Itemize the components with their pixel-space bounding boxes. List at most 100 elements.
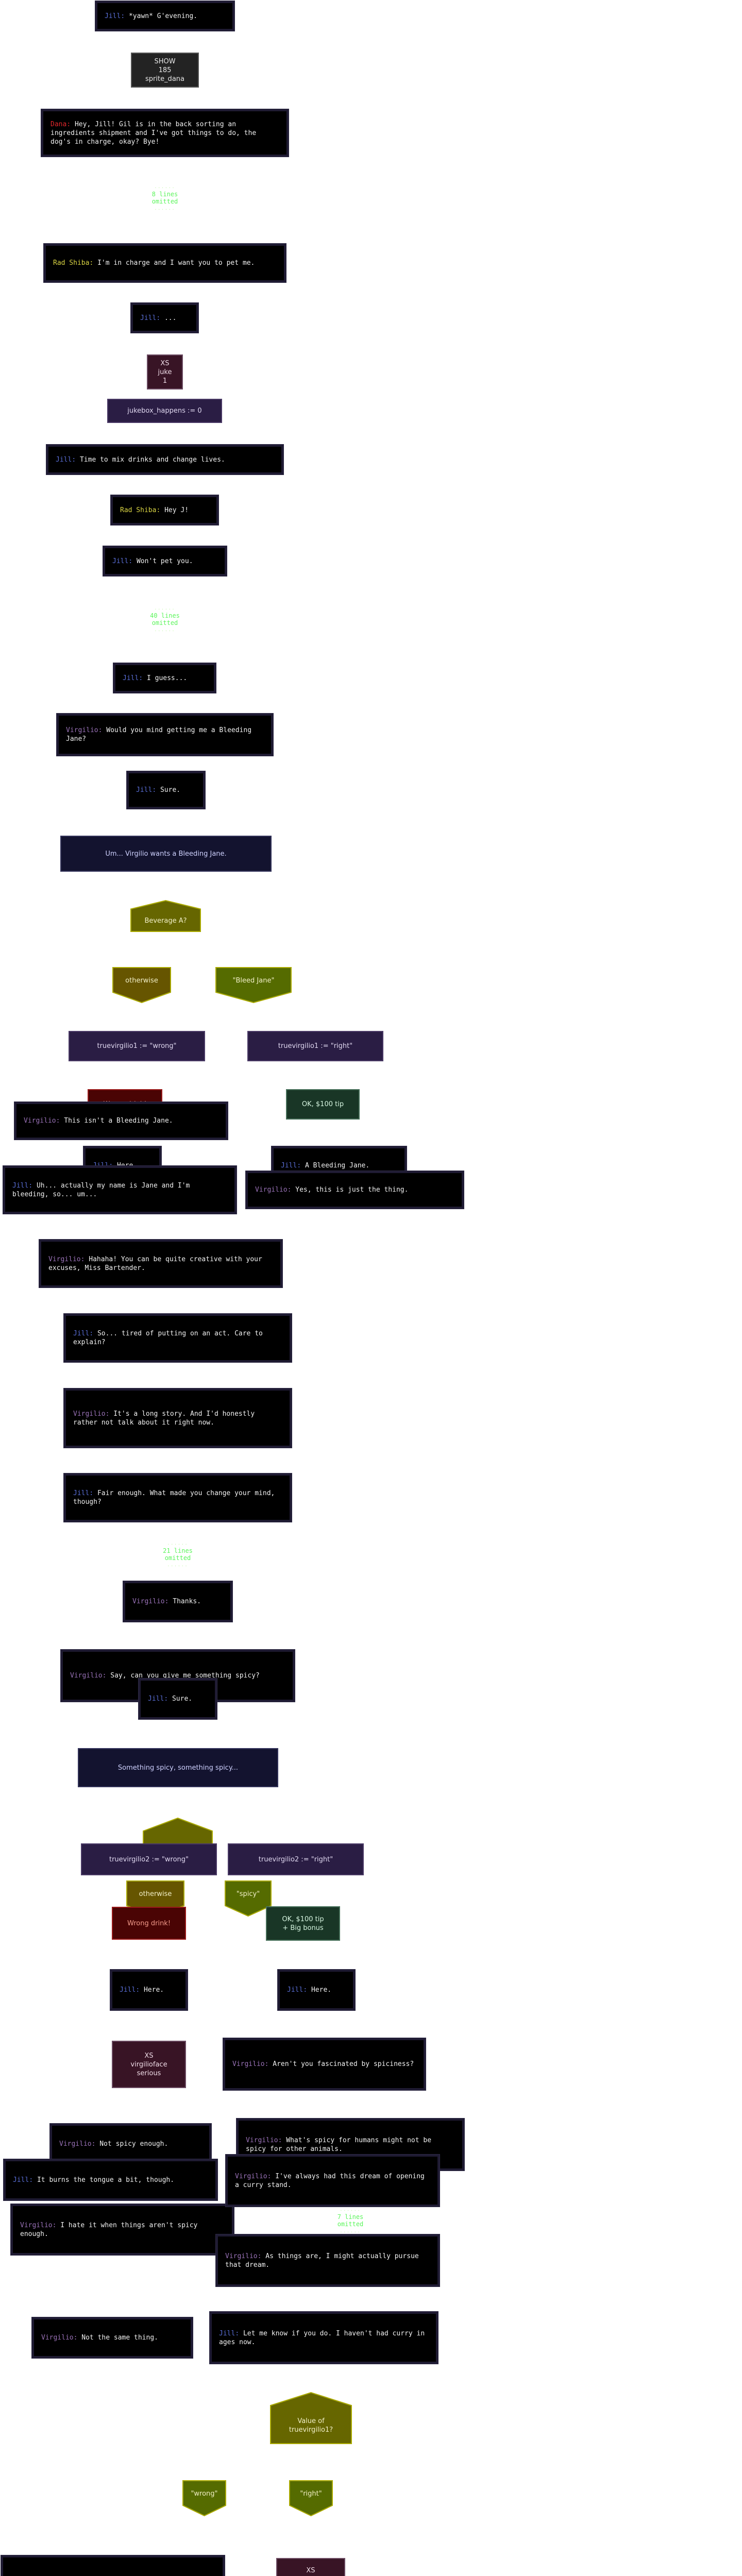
dialogue-node[interactable]: Jill: Sure. <box>138 1678 217 1720</box>
branch-shape <box>182 2480 226 2517</box>
node-content: Um... Virgilio wants a Bleeding Jane. <box>61 850 271 858</box>
dialogue-node[interactable]: Virgilio: Thanks. <box>123 1581 233 1622</box>
speaker-colon: : <box>89 259 98 267</box>
dialogue-text: So... tired of putting on an act. Care t… <box>73 1330 263 1346</box>
branch-label: "spicy" <box>236 1890 260 1898</box>
narration-text: Um... Virgilio wants a Bleeding Jane. <box>105 850 227 858</box>
speaker-colon: : <box>66 120 75 128</box>
speaker-name: Rad Shiba <box>120 506 157 514</box>
omitted-lines-marker[interactable]: ......21 lines omitted...... <box>149 1538 206 1571</box>
dialogue-node[interactable]: Jill: So, tell me. Why a steampunk museu… <box>1 2555 225 2576</box>
decision-shape <box>130 900 201 932</box>
branch-node-match[interactable]: "Bleed Jane" <box>215 967 292 1004</box>
speaker-name: Virgilio <box>59 2140 92 2148</box>
node-content: XS juke 1 <box>148 359 182 385</box>
tip-result-node[interactable]: OK, $100 tip <box>286 1089 360 1120</box>
dialogue-node[interactable]: Virgilio: I hate it when things aren't s… <box>10 2204 234 2256</box>
speaker-colon: : <box>139 674 147 682</box>
tip-result-node[interactable]: OK, $100 tip + Big bonus <box>266 1906 340 1941</box>
speaker-colon: : <box>98 726 107 734</box>
label-wrap: "wrong" <box>182 2489 226 2498</box>
dialogue-node[interactable]: Virgilio: Not spicy enough. <box>49 2123 212 2165</box>
branch-node-match[interactable]: "wrong" <box>182 2480 226 2517</box>
wrong-drink-text: Wrong drink! <box>127 1919 171 1927</box>
assignment-node[interactable]: truevirgilio1 := "wrong" <box>69 1031 205 1061</box>
branch-node-match[interactable]: "right" <box>289 2480 333 2517</box>
dialogue-text: I guess... <box>146 674 188 682</box>
dialogue-node[interactable]: Virgilio: It's a long story. And I'd hon… <box>63 1388 292 1448</box>
speaker-colon: : <box>109 1161 117 1170</box>
dialogue-node[interactable]: Jill: Fair enough. What made you change … <box>63 1473 292 1522</box>
label-wrap: otherwise <box>112 976 171 985</box>
omitted-lines-marker[interactable]: ......7 lines omitted...... <box>330 2204 371 2237</box>
speaker-name: Dana <box>50 120 67 128</box>
speaker-colon: : <box>56 1117 64 1125</box>
dialogue-node[interactable]: Virgilio: Not the same thing. <box>31 2317 193 2359</box>
dialogue-text: Hey J! <box>164 506 189 514</box>
node-content: Jill: Sure. <box>136 786 196 794</box>
dialogue-node[interactable]: Dana: Hey, Jill! Gil is in the back sort… <box>41 109 289 157</box>
xs-command-node[interactable]: XS virgilioface serious <box>112 2041 186 2088</box>
dialogue-node[interactable]: Virgilio: Aren't you fascinated by spici… <box>223 2038 426 2091</box>
dialogue-text: It burns the tongue a bit, though. <box>37 2176 175 2184</box>
dialogue-text: Hey, Jill! Gil is in the back sorting an… <box>50 120 257 146</box>
dialogue-node[interactable]: Rad Shiba: Hey J! <box>110 495 219 526</box>
show-command-node[interactable]: SHOW 185 sprite_dana <box>131 53 199 88</box>
node-content: Virgilio: What's spicy for humans might … <box>246 2136 455 2154</box>
dialogue-node[interactable]: Jill: I guess... <box>113 663 216 693</box>
dialogue-node[interactable]: Virgilio: As things are, I might actuall… <box>215 2234 440 2287</box>
dialogue-node[interactable]: Virgilio: Would you mind getting me a Bl… <box>56 713 274 756</box>
node-content: Virgilio: Not the same thing. <box>41 2333 183 2342</box>
speaker-name: Jill <box>148 1695 164 1703</box>
wrong-drink-node[interactable]: Wrong drink! <box>112 1907 186 1940</box>
speaker-colon: : <box>102 1672 111 1680</box>
speaker-colon: : <box>128 557 137 565</box>
dialogue-text: Yes, this is just the thing. <box>295 1186 409 1194</box>
dialogue-text: Let me know if you do. I haven't had cur… <box>219 2329 425 2346</box>
omitted-text: 7 lines omitted <box>337 2213 364 2228</box>
narration-node[interactable]: Something spicy, something spicy... <box>78 1748 278 1787</box>
dialogue-node[interactable]: Jill: Let me know if you do. I haven't h… <box>209 2311 439 2364</box>
decision-node[interactable]: Value of truevirgilio1? <box>270 2392 352 2444</box>
dialogue-node[interactable]: Jill: Here. <box>110 1969 188 2011</box>
assignment-node[interactable]: jukebox_happens := 0 <box>107 399 222 423</box>
omitted-lines-marker[interactable]: ......8 lines omitted...... <box>144 181 185 214</box>
xs-command-node[interactable]: XS juke 1 <box>147 354 183 389</box>
assignment-node[interactable]: truevirgilio2 := "right" <box>228 1843 364 1875</box>
speaker-name: Virgilio <box>48 1255 81 1263</box>
assignment-node[interactable]: truevirgilio2 := "wrong" <box>81 1843 217 1875</box>
omitted-text-wrap: 7 lines omitted <box>330 2213 371 2228</box>
speaker-colon: : <box>152 786 160 794</box>
dialogue-node[interactable]: Jill: Uh... actually my name is Jane and… <box>3 1165 237 1214</box>
dialogue-node[interactable]: Virgilio: Yes, this is just the thing. <box>245 1171 464 1209</box>
decision-node[interactable]: Beverage A? <box>130 900 201 932</box>
omitted-lines-marker[interactable]: ......40 lines omitted...... <box>144 603 185 636</box>
dialogue-node[interactable]: Jill: ... <box>130 302 199 333</box>
omitted-text: 8 lines omitted <box>151 191 178 205</box>
dialogue-node[interactable]: Jill: Sure. <box>126 771 206 809</box>
narration-node[interactable]: Um... Virgilio wants a Bleeding Jane. <box>60 836 272 872</box>
dialogue-node[interactable]: Jill: It burns the tongue a bit, though. <box>3 2159 218 2201</box>
speaker-colon: : <box>28 1181 37 1190</box>
dialogue-text: Uh... actually my name is Jane and I'm b… <box>12 1181 190 1198</box>
dialogue-node[interactable]: Virgilio: I've always had this dream of … <box>225 2154 440 2207</box>
branch-node-match[interactable]: "spicy" <box>225 1880 272 1917</box>
assignment-text: truevirgilio1 := "wrong" <box>97 1042 177 1050</box>
dialogue-node[interactable]: Jill: Here. <box>277 1969 356 2011</box>
assignment-node[interactable]: truevirgilio1 := "right" <box>247 1031 383 1061</box>
speaker-name: Jill <box>73 1489 90 1497</box>
dialogue-node[interactable]: Jill: Time to mix drinks and change live… <box>46 444 284 475</box>
dialogue-text: A Bleeding Jane. <box>305 1161 370 1170</box>
xs-command-node[interactable]: XS virgilioface <box>276 2558 345 2576</box>
dialogue-node[interactable]: Virgilio: Hahaha! You can be quite creat… <box>39 1239 283 1288</box>
speaker-name: Virgilio <box>73 1410 106 1418</box>
branch-node-otherwise[interactable]: otherwise <box>112 967 171 1004</box>
dialogue-node[interactable]: Rad Shiba: I'm in charge and I want you … <box>43 243 286 283</box>
node-content: truevirgilio1 := "wrong" <box>70 1042 204 1050</box>
dialogue-node[interactable]: Jill: *yawn* G'evening. <box>95 1 235 31</box>
speaker-name: Rad Shiba <box>53 259 90 267</box>
dots-divider: ...... <box>167 1541 189 1546</box>
dialogue-node[interactable]: Virgilio: This isn't a Bleeding Jane. <box>14 1101 228 1140</box>
dialogue-node[interactable]: Jill: So... tired of putting on an act. … <box>63 1313 292 1363</box>
dialogue-node[interactable]: Jill: Won't pet you. <box>103 546 227 577</box>
